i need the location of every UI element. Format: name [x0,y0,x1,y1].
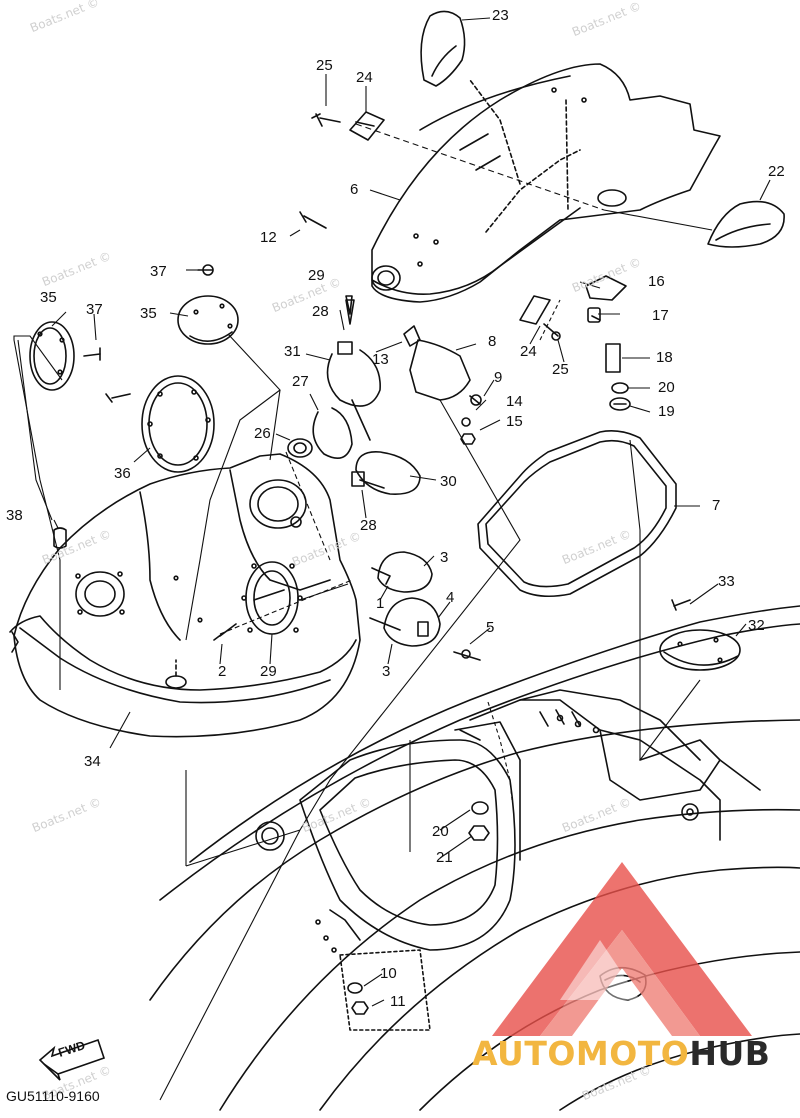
callout-29: 29 [260,663,277,680]
storage-bin-drawing [9,453,361,738]
callout-37: 37 [150,263,167,280]
callout-18: 18 [656,349,673,366]
callout-25: 25 [316,57,333,74]
lids-drawing [29,264,239,473]
callout-16: 16 [648,273,665,290]
plate-drawing [659,599,741,671]
callout-14: 14 [506,393,523,410]
callout-36: 36 [114,465,131,482]
callout-34: 34 [84,753,101,770]
fwd-arrow-icon [38,1038,106,1081]
callout-30: 30 [440,473,457,490]
callout-35: 35 [40,289,57,306]
callout-17: 17 [652,307,669,324]
callout-15: 15 [506,413,523,430]
gasket-drawing [477,430,677,598]
callout-31: 31 [284,343,301,360]
callout-37: 37 [86,301,103,318]
callout-9: 9 [494,369,503,386]
callout-2: 2 [218,663,227,680]
brand-logo-part2: HUB [689,1034,771,1073]
diagram-code: GU51110-9160 [6,1088,100,1104]
callout-29: 29 [308,267,325,284]
callout-24: 24 [356,69,373,86]
brand-logo-part1: AUTOMOTO [472,1034,690,1073]
callout-28: 28 [360,517,377,534]
pad-drawing [420,10,785,248]
callout-3: 3 [382,663,391,680]
callout-12: 12 [260,229,277,246]
callout-22: 22 [768,163,785,180]
callout-20: 20 [658,379,675,396]
callout-8: 8 [488,333,497,350]
callout-26: 26 [254,425,271,442]
callout-27: 27 [292,373,309,390]
callout-38: 38 [6,507,23,524]
callout-7: 7 [712,497,721,514]
hardware-drawing [299,111,631,411]
callout-3: 3 [440,549,449,566]
callout-4: 4 [446,589,455,606]
callout-23: 23 [492,7,509,24]
callout-24: 24 [520,343,537,360]
callout-19: 19 [658,403,675,420]
callout-11: 11 [390,993,406,1010]
callout-6: 6 [350,181,359,198]
callout-28: 28 [312,303,329,320]
brand-logo: AUTOMOTOHUB [472,1034,770,1073]
callout-21: 21 [436,849,453,866]
callout-10: 10 [380,965,397,982]
cover-drawing [371,63,721,303]
callout-35: 35 [140,305,157,322]
callout-13: 13 [372,351,389,368]
callout-20: 20 [432,823,449,840]
callout-32: 32 [748,617,765,634]
callout-5: 5 [486,619,495,636]
callout-25: 25 [552,361,569,378]
callout-33: 33 [718,573,735,590]
callout-1: 1 [376,595,385,612]
logo-mark-icon [492,862,752,1036]
